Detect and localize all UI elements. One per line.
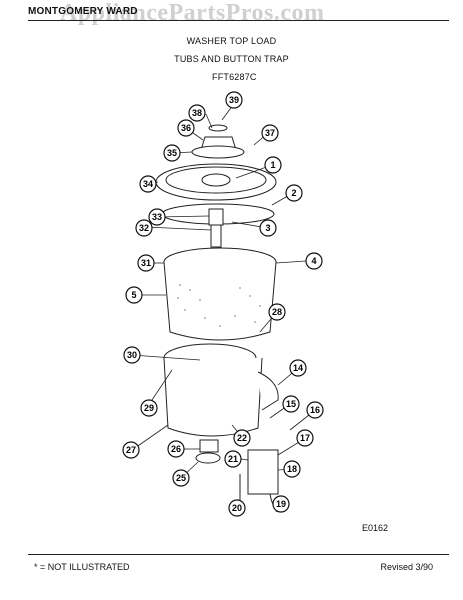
svg-text:16: 16 bbox=[310, 405, 320, 415]
callout-37: 37 bbox=[261, 124, 279, 142]
svg-text:39: 39 bbox=[229, 95, 239, 105]
cap-ring bbox=[208, 124, 228, 132]
svg-text:32: 32 bbox=[139, 223, 149, 233]
callout-31: 31 bbox=[137, 254, 155, 272]
spin-basket bbox=[163, 261, 277, 341]
callout-34: 34 bbox=[139, 175, 157, 193]
callout-14: 14 bbox=[289, 359, 307, 377]
callout-39: 39 bbox=[225, 91, 243, 109]
svg-text:30: 30 bbox=[127, 350, 137, 360]
callout-21: 21 bbox=[224, 450, 242, 468]
svg-text:27: 27 bbox=[126, 445, 136, 455]
callout-17: 17 bbox=[296, 429, 314, 447]
callout-20: 20 bbox=[228, 499, 246, 517]
model-number: FFT6287C bbox=[212, 72, 257, 82]
svg-text:35: 35 bbox=[167, 148, 177, 158]
svg-text:31: 31 bbox=[141, 258, 151, 268]
callout-4: 4 bbox=[305, 252, 323, 270]
svg-text:33: 33 bbox=[152, 212, 162, 222]
svg-text:14: 14 bbox=[293, 363, 303, 373]
outer-tub bbox=[163, 357, 263, 437]
svg-text:34: 34 bbox=[143, 179, 153, 189]
callout-3: 3 bbox=[259, 219, 277, 237]
callout-30: 30 bbox=[123, 346, 141, 364]
svg-text:15: 15 bbox=[286, 399, 296, 409]
callout-16: 16 bbox=[306, 401, 324, 419]
button-trap bbox=[247, 449, 279, 495]
svg-text:28: 28 bbox=[272, 307, 282, 317]
callout-26: 26 bbox=[167, 440, 185, 458]
svg-text:18: 18 bbox=[287, 464, 297, 474]
callout-29: 29 bbox=[140, 399, 158, 417]
revision-date: Revised 3/90 bbox=[380, 562, 433, 572]
svg-text:1: 1 bbox=[270, 160, 275, 170]
svg-text:19: 19 bbox=[276, 499, 286, 509]
svg-text:20: 20 bbox=[232, 503, 242, 513]
callout-25: 25 bbox=[172, 469, 190, 487]
header-rule bbox=[28, 20, 449, 21]
svg-text:37: 37 bbox=[265, 128, 275, 138]
callout-5: 5 bbox=[125, 286, 143, 304]
callout-38: 38 bbox=[188, 104, 206, 122]
footer-rule bbox=[28, 554, 449, 555]
callout-19: 19 bbox=[272, 495, 290, 513]
spin-tub-nut bbox=[208, 208, 224, 226]
footnote: * = NOT ILLUSTRATED bbox=[34, 562, 130, 572]
svg-text:5: 5 bbox=[131, 290, 136, 300]
svg-text:2: 2 bbox=[291, 188, 296, 198]
callout-32: 32 bbox=[135, 219, 153, 237]
callout-2: 2 bbox=[285, 184, 303, 202]
fabric-softener-dispenser bbox=[191, 145, 245, 159]
callout-28: 28 bbox=[268, 303, 286, 321]
svg-text:36: 36 bbox=[181, 123, 191, 133]
callout-1: 1 bbox=[264, 156, 282, 174]
callout-22: 22 bbox=[233, 429, 251, 447]
diagram-subtitle: TUBS AND BUTTON TRAP bbox=[174, 54, 289, 64]
callout-33: 33 bbox=[148, 208, 166, 226]
callout-36: 36 bbox=[177, 119, 195, 137]
diagram-title: WASHER TOP LOAD bbox=[186, 36, 277, 46]
callout-18: 18 bbox=[283, 460, 301, 478]
hub bbox=[201, 173, 231, 187]
drive-pulley bbox=[195, 452, 221, 464]
callout-27: 27 bbox=[122, 441, 140, 459]
watermark: AppliancePartsPros.com bbox=[60, 0, 325, 26]
svg-text:29: 29 bbox=[144, 403, 154, 413]
svg-text:17: 17 bbox=[300, 433, 310, 443]
brand-name: MONTGOMERY WARD bbox=[28, 6, 138, 17]
tub-cover-panel bbox=[257, 371, 279, 411]
basket-perforations bbox=[176, 283, 262, 328]
svg-text:3: 3 bbox=[265, 223, 270, 233]
svg-text:25: 25 bbox=[176, 473, 186, 483]
agitator-shaft bbox=[210, 224, 222, 248]
svg-text:26: 26 bbox=[171, 444, 181, 454]
diagram-code: E0162 bbox=[362, 523, 389, 533]
callout-35: 35 bbox=[163, 144, 181, 162]
pump-base bbox=[199, 439, 219, 453]
svg-text:21: 21 bbox=[228, 454, 238, 464]
svg-text:22: 22 bbox=[237, 433, 247, 443]
callout-15: 15 bbox=[282, 395, 300, 413]
svg-text:4: 4 bbox=[311, 256, 316, 266]
svg-text:38: 38 bbox=[192, 108, 202, 118]
